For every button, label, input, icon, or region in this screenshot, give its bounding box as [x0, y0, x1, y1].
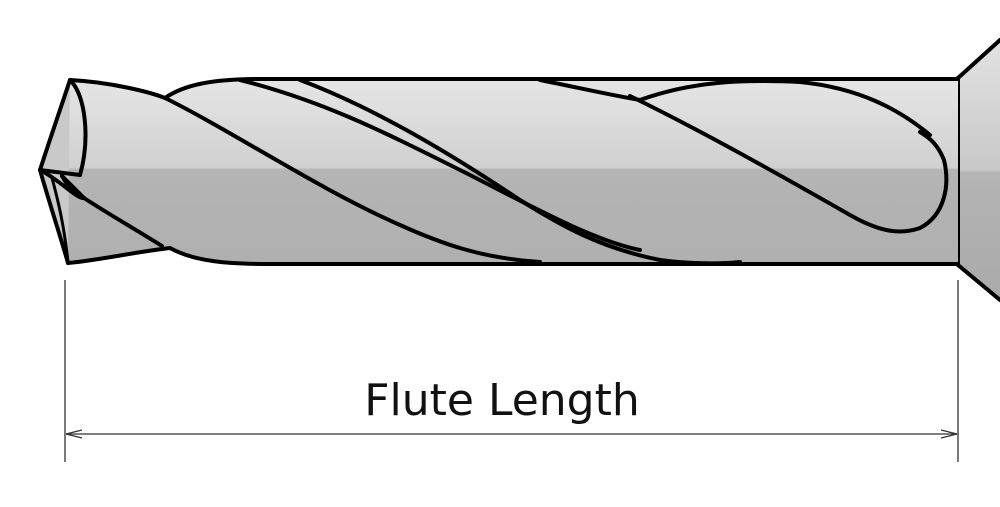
dimension-lines — [64, 280, 959, 462]
drill-shank — [956, 38, 1000, 302]
drill-body — [40, 77, 960, 266]
flute-length-label: Flute Length — [364, 375, 640, 426]
drill-tip — [38, 78, 164, 265]
flute-lines — [163, 78, 949, 266]
